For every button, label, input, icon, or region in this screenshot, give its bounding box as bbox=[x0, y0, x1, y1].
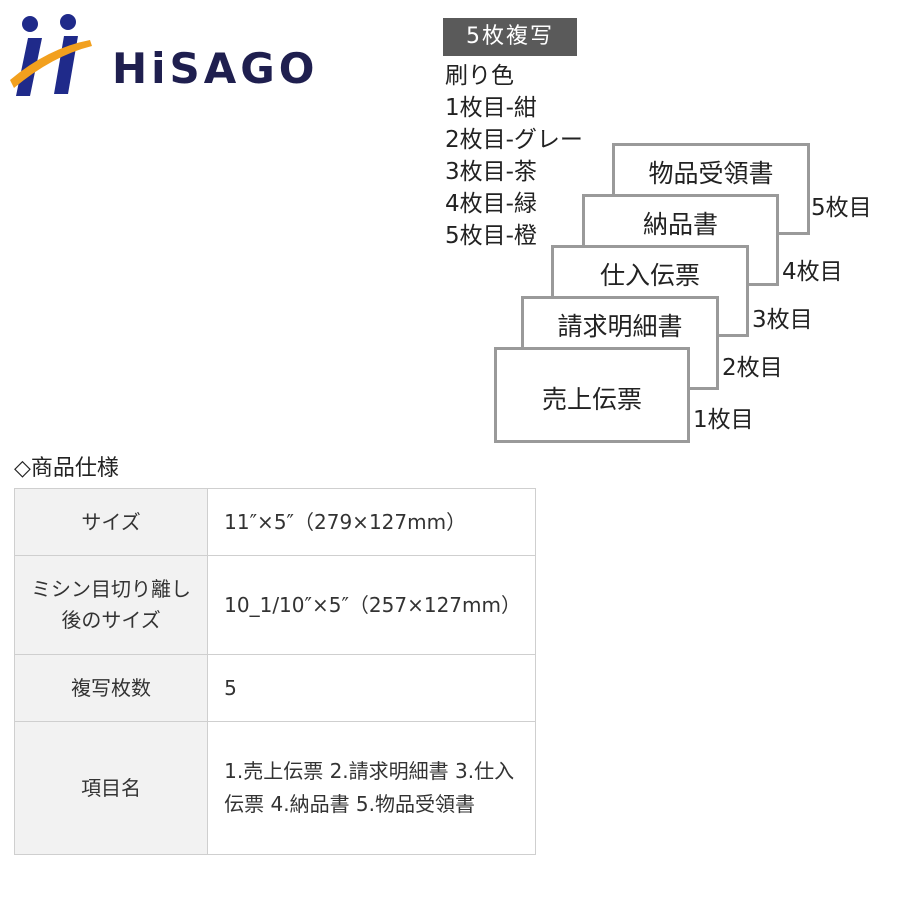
brand-name: HiSAGO bbox=[112, 44, 319, 93]
spec-key: 項目名 bbox=[13, 721, 209, 855]
sheet-color-item: 4枚目-緑 bbox=[445, 191, 537, 217]
table-row: ミシン目切り離し後のサイズ 10_1/10″×5″（257×127mm） bbox=[13, 555, 536, 655]
sheet-1: 売上伝票 bbox=[494, 347, 690, 443]
sheet-number: 4枚目 bbox=[782, 259, 843, 285]
sheet-color-item: 1枚目-紺 bbox=[445, 95, 537, 121]
spec-key: ミシン目切り離し後のサイズ bbox=[13, 555, 209, 655]
copy-count-badge: 5枚複写 bbox=[443, 18, 577, 56]
sheet-number: 2枚目 bbox=[722, 355, 783, 381]
sheet-label: 納品書 bbox=[642, 210, 718, 239]
spec-value: 1.売上伝票 2.請求明細書 3.仕入伝票 4.納品書 5.物品受領書 bbox=[207, 721, 536, 855]
spec-value: 5 bbox=[207, 654, 536, 722]
sheet-number: 1枚目 bbox=[693, 407, 754, 433]
sheet-number: 5枚目 bbox=[811, 195, 872, 221]
hisago-logo: HiSAGO bbox=[8, 10, 314, 105]
sheet-label: 物品受領書 bbox=[648, 159, 774, 188]
print-color-heading: 刷り色 bbox=[445, 63, 514, 89]
sheet-color-item: 5枚目-橙 bbox=[445, 223, 537, 249]
sheet-label: 売上伝票 bbox=[541, 385, 642, 414]
spec-section-title: ◇商品仕様 bbox=[14, 456, 119, 481]
sheet-number: 3枚目 bbox=[752, 307, 813, 333]
sheet-color-item: 2枚目-グレー bbox=[445, 127, 583, 153]
spec-key: 複写枚数 bbox=[13, 654, 209, 722]
spec-table: サイズ 11″×5″（279×127mm） ミシン目切り離し後のサイズ 10_1… bbox=[13, 488, 536, 855]
sheet-label: 請求明細書 bbox=[557, 312, 683, 341]
spec-key: サイズ bbox=[13, 488, 209, 556]
table-row: 項目名 1.売上伝票 2.請求明細書 3.仕入伝票 4.納品書 5.物品受領書 bbox=[13, 721, 536, 855]
sheet-color-item: 3枚目-茶 bbox=[445, 159, 537, 185]
print-color-list: 刷り色 1枚目-紺 2枚目-グレー 3枚目-茶 4枚目-緑 5枚目-橙 bbox=[445, 60, 583, 252]
spec-value: 10_1/10″×5″（257×127mm） bbox=[207, 555, 536, 655]
sheet-label: 仕入伝票 bbox=[599, 261, 700, 290]
table-row: 複写枚数 5 bbox=[13, 654, 536, 722]
logo-mark-icon bbox=[10, 14, 92, 96]
table-row: サイズ 11″×5″（279×127mm） bbox=[13, 488, 536, 556]
spec-value: 11″×5″（279×127mm） bbox=[207, 488, 536, 556]
